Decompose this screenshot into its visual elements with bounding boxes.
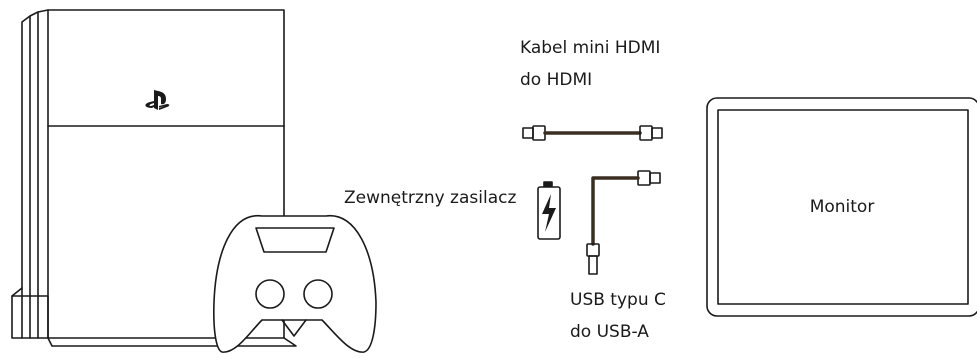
hdmi-cable-label-line2: do HDMI xyxy=(520,70,593,90)
playstation-logo-icon xyxy=(145,90,170,110)
usb-cable-icon xyxy=(586,170,661,275)
monitor-label: Monitor xyxy=(809,197,875,217)
hdmi-cable-icon xyxy=(522,125,663,141)
usb-cable-label-line2: do USB-A xyxy=(570,322,649,342)
gamepad-icon xyxy=(213,215,377,353)
hdmi-cable-label: Kabel mini HDMI do HDMI xyxy=(520,32,660,96)
portable-monitor-icon xyxy=(706,97,977,317)
game-console-icon xyxy=(11,9,297,347)
battery-bolt-icon xyxy=(537,181,561,240)
power-supply-label: Zewnętrzny zasilacz xyxy=(344,188,517,208)
hdmi-cable-label-line1: Kabel mini HDMI xyxy=(520,38,661,58)
usb-cable-label-line1: USB typu C xyxy=(570,290,666,310)
usb-cable-label: USB typu C do USB-A xyxy=(570,284,666,348)
